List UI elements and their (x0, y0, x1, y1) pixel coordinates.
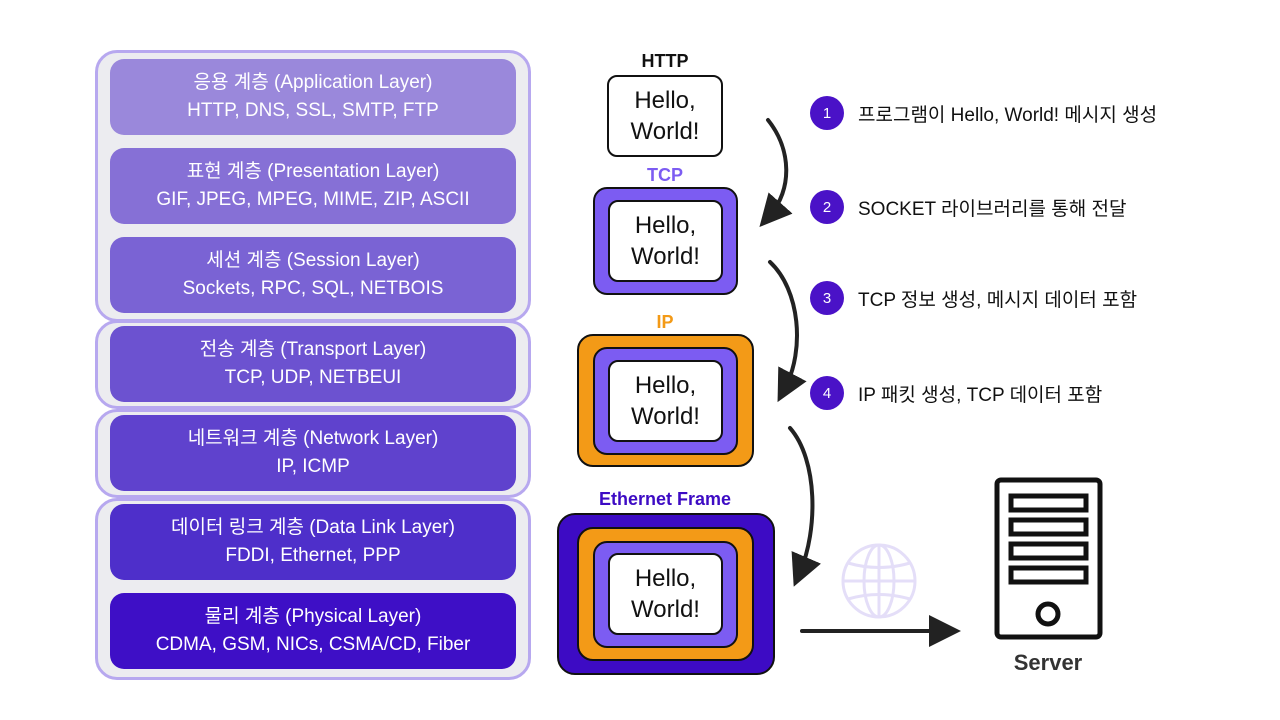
step-number: 1 (810, 96, 844, 130)
layer-protocols: HTTP, DNS, SSL, SMTP, FTP (187, 100, 439, 121)
layer-name: 물리 계층 (Physical Layer) (204, 606, 422, 627)
step-1: 1 프로그램이 Hello, World! 메시지 생성 (810, 96, 1157, 130)
arrow-icon (788, 426, 822, 587)
layer-protocols: FDDI, Ethernet, PPP (225, 545, 401, 566)
layer-presentation: 표현 계층 (Presentation Layer) GIF, JPEG, MP… (110, 148, 516, 224)
layer-transport: 전송 계층 (Transport Layer) TCP, UDP, NETBEU… (110, 326, 516, 402)
ethernet-label: Ethernet Frame (598, 489, 732, 509)
http-message-box: Hello, World! (607, 75, 723, 157)
layer-protocols: CDMA, GSM, NICs, CSMA/CD, Fiber (155, 634, 471, 655)
layer-name: 응용 계층 (Application Layer) (193, 72, 433, 93)
step-number: 3 (810, 281, 844, 315)
step-text: TCP 정보 생성, 메시지 데이터 포함 (858, 289, 1138, 311)
layer-name: 네트워크 계층 (Network Layer) (187, 428, 439, 449)
layer-protocols: Sockets, RPC, SQL, NETBOIS (182, 278, 444, 299)
layer-protocols: GIF, JPEG, MPEG, MIME, ZIP, ASCII (156, 189, 470, 210)
server-label: Server (1013, 650, 1083, 675)
layer-session: 세션 계층 (Session Layer) Sockets, RPC, SQL,… (110, 237, 516, 313)
layer-network: 네트워크 계층 (Network Layer) IP, ICMP (110, 415, 516, 491)
server-icon (994, 477, 1103, 640)
ip-label: IP (656, 312, 674, 332)
message-line-2: World! (631, 596, 700, 623)
message-line-1: Hello, (634, 87, 696, 114)
globe-icon (841, 543, 917, 619)
ethernet-message-box: Hello, World! (608, 553, 723, 635)
layer-name: 데이터 링크 계층 (Data Link Layer) (171, 517, 455, 538)
message-line-1: Hello, (634, 565, 697, 592)
step-2: 2 SOCKET 라이브러리를 통해 전달 (810, 190, 1126, 224)
tcp-message-box: Hello, World! (608, 200, 723, 282)
arrow-icon (768, 260, 807, 403)
message-line-2: World! (631, 403, 700, 430)
layer-name: 세션 계층 (Session Layer) (206, 250, 420, 271)
step-4: 4 IP 패킷 생성, TCP 데이터 포함 (810, 376, 1102, 410)
step-number: 4 (810, 376, 844, 410)
step-number: 2 (810, 190, 844, 224)
layer-name: 전송 계층 (Transport Layer) (199, 339, 427, 360)
message-line-2: World! (630, 118, 700, 145)
http-label: HTTP (641, 51, 689, 71)
message-line-2: World! (631, 243, 700, 270)
message-line-1: Hello, (634, 212, 697, 239)
layer-protocols: IP, ICMP (276, 456, 350, 477)
step-text: 프로그램이 Hello, World! 메시지 생성 (858, 104, 1158, 126)
layer-physical: 물리 계층 (Physical Layer) CDMA, GSM, NICs, … (110, 593, 516, 669)
layer-name: 표현 계층 (Presentation Layer) (186, 161, 440, 182)
tcp-label: TCP (647, 165, 683, 185)
step-text: SOCKET 라이브러리를 통해 전달 (858, 198, 1127, 220)
ip-message-box: Hello, World! (608, 360, 723, 442)
layer-application: 응용 계층 (Application Layer) HTTP, DNS, SSL… (110, 59, 516, 135)
layer-protocols: TCP, UDP, NETBEUI (224, 367, 402, 388)
step-3: 3 TCP 정보 생성, 메시지 데이터 포함 (810, 281, 1137, 315)
step-text: IP 패킷 생성, TCP 데이터 포함 (858, 384, 1103, 406)
layer-data-link: 데이터 링크 계층 (Data Link Layer) FDDI, Ethern… (110, 504, 516, 580)
arrow-icon (759, 118, 793, 228)
message-line-1: Hello, (634, 372, 697, 399)
